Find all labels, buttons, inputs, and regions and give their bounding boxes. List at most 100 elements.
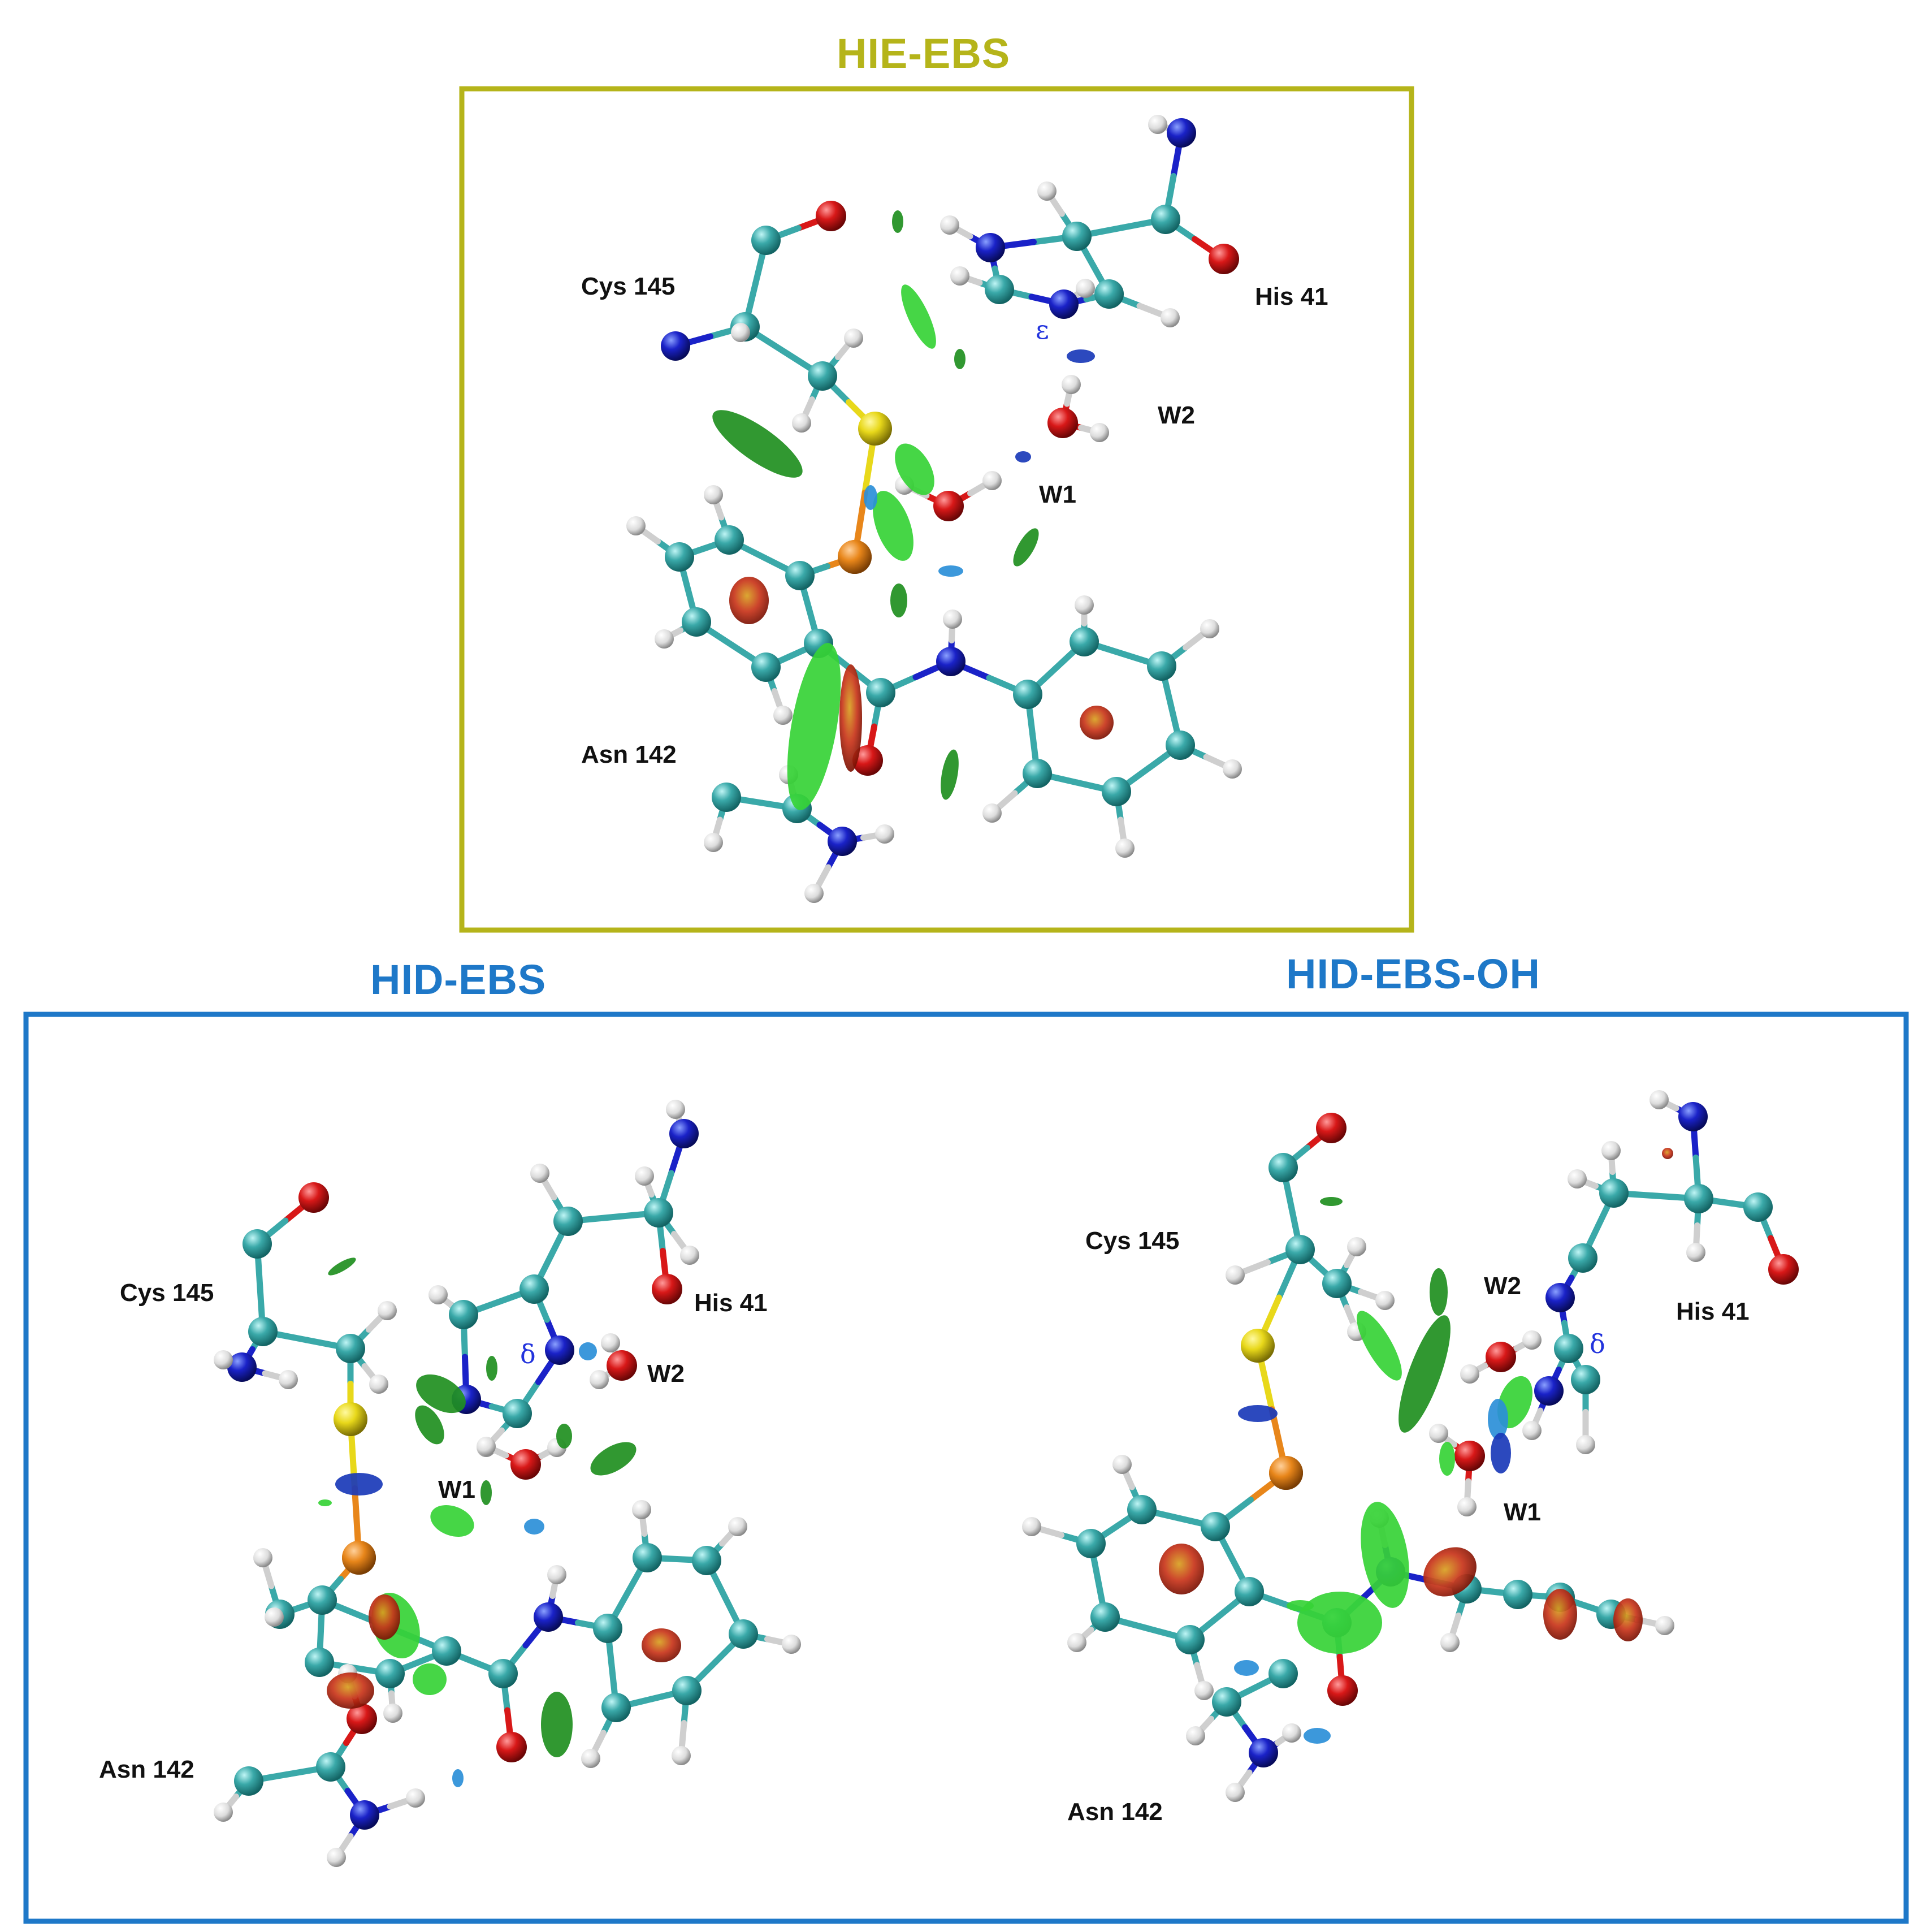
hie-label-w2: W2 bbox=[1158, 401, 1195, 429]
hid-water1 bbox=[477, 1437, 566, 1480]
hidoh-his41 bbox=[1522, 1090, 1799, 1454]
atom-c bbox=[1151, 205, 1180, 234]
atom-h bbox=[666, 1100, 685, 1119]
atom-c bbox=[1554, 1334, 1583, 1363]
atom-c bbox=[682, 607, 711, 637]
atom-h bbox=[731, 323, 750, 342]
atom-o bbox=[1454, 1441, 1485, 1471]
atom-h bbox=[1226, 1265, 1245, 1285]
atom-h bbox=[982, 471, 1002, 490]
atom-c bbox=[234, 1766, 263, 1796]
nci-isosurface bbox=[895, 443, 934, 495]
nci-isosurface bbox=[1439, 1442, 1455, 1476]
atom-h bbox=[406, 1788, 425, 1808]
atom-c bbox=[808, 361, 837, 391]
atom-n bbox=[1049, 289, 1079, 319]
nci-isosurface bbox=[430, 1505, 474, 1537]
atom-h bbox=[1148, 115, 1167, 134]
atom-c bbox=[1322, 1269, 1352, 1298]
atom-c bbox=[1102, 777, 1131, 806]
atom-c bbox=[1599, 1178, 1629, 1208]
hidoh-title: HID-EBS-OH bbox=[1286, 950, 1540, 997]
atom-h bbox=[601, 1333, 620, 1352]
atom-h bbox=[626, 516, 646, 535]
nci-isosurface bbox=[1430, 1268, 1448, 1316]
atom-h bbox=[1686, 1243, 1705, 1262]
atom-h bbox=[943, 610, 962, 629]
nci-isosurface bbox=[369, 1594, 400, 1640]
atom-h bbox=[530, 1164, 549, 1183]
atom-h bbox=[1522, 1421, 1542, 1440]
atom-h bbox=[1022, 1517, 1041, 1536]
atom-h bbox=[1522, 1330, 1542, 1350]
atom-n bbox=[936, 647, 966, 676]
nci-isosurface bbox=[556, 1424, 572, 1449]
hidoh-water2 bbox=[1460, 1330, 1542, 1384]
hie-label-w1: W1 bbox=[1039, 481, 1076, 508]
nci-isosurface bbox=[590, 1442, 637, 1476]
atom-c bbox=[715, 525, 744, 555]
atom-c bbox=[1070, 627, 1099, 656]
atom-c bbox=[1094, 279, 1124, 309]
nci-isosurface bbox=[1423, 1547, 1477, 1597]
hie-frame bbox=[459, 86, 1414, 933]
atom-c bbox=[751, 652, 781, 682]
nci-isosurface bbox=[416, 1374, 466, 1414]
atom-c bbox=[751, 226, 781, 255]
atom-h bbox=[1037, 181, 1057, 201]
atom-se bbox=[342, 1541, 376, 1575]
atom-h bbox=[940, 215, 959, 235]
atom-o bbox=[298, 1182, 329, 1213]
hid-water2 bbox=[590, 1333, 637, 1389]
atom-c bbox=[1013, 680, 1042, 709]
hidoh-delta-label: δ bbox=[1590, 1329, 1605, 1359]
atom-s bbox=[858, 412, 892, 446]
nci-isosurface bbox=[1399, 1315, 1451, 1433]
atom-c bbox=[243, 1229, 272, 1259]
atom-h bbox=[547, 1565, 566, 1584]
atom-se bbox=[1269, 1456, 1303, 1490]
nci-isosurface bbox=[890, 584, 907, 617]
atom-o bbox=[816, 201, 846, 231]
atom-n bbox=[669, 1119, 699, 1148]
atom-h bbox=[875, 824, 894, 844]
hie-nci bbox=[712, 210, 1114, 810]
hie-cys145 bbox=[661, 201, 892, 574]
nci-isosurface bbox=[1361, 1502, 1409, 1608]
atom-c bbox=[1023, 759, 1052, 788]
nci-isosurface bbox=[873, 491, 913, 561]
atom-c bbox=[305, 1648, 334, 1677]
atom-s bbox=[1241, 1329, 1275, 1363]
atom-h bbox=[1186, 1726, 1205, 1745]
atom-o bbox=[347, 1704, 377, 1734]
atom-n bbox=[350, 1800, 379, 1830]
atom-c bbox=[519, 1274, 549, 1304]
nci-isosurface bbox=[1234, 1660, 1259, 1676]
nci-isosurface bbox=[1491, 1433, 1511, 1473]
atom-h bbox=[1601, 1141, 1621, 1160]
atom-h bbox=[477, 1437, 496, 1456]
atom-h bbox=[704, 833, 723, 852]
atom-h bbox=[804, 884, 824, 903]
hidoh-label-his41: His 41 bbox=[1676, 1298, 1750, 1325]
hid-label-his41: His 41 bbox=[694, 1289, 768, 1317]
nci-isosurface bbox=[1238, 1405, 1278, 1422]
atom-c bbox=[601, 1693, 631, 1722]
nci-isosurface bbox=[328, 1257, 356, 1276]
nci-isosurface bbox=[318, 1499, 332, 1506]
atom-o bbox=[510, 1449, 541, 1480]
atom-h bbox=[369, 1375, 388, 1394]
atom-h bbox=[1223, 759, 1242, 779]
atom-h bbox=[590, 1370, 609, 1389]
nci-isosurface bbox=[892, 210, 903, 233]
atom-h bbox=[265, 1607, 284, 1627]
atom-h bbox=[1161, 308, 1180, 327]
hie-epsilon-label: ε bbox=[1036, 314, 1049, 345]
atom-h bbox=[1194, 1681, 1214, 1700]
hid-cys145 bbox=[214, 1182, 397, 1575]
atom-c bbox=[503, 1399, 532, 1428]
atom-h bbox=[1076, 279, 1095, 298]
atom-h bbox=[728, 1517, 747, 1536]
nci-isosurface bbox=[729, 577, 769, 624]
atom-c bbox=[644, 1198, 673, 1228]
